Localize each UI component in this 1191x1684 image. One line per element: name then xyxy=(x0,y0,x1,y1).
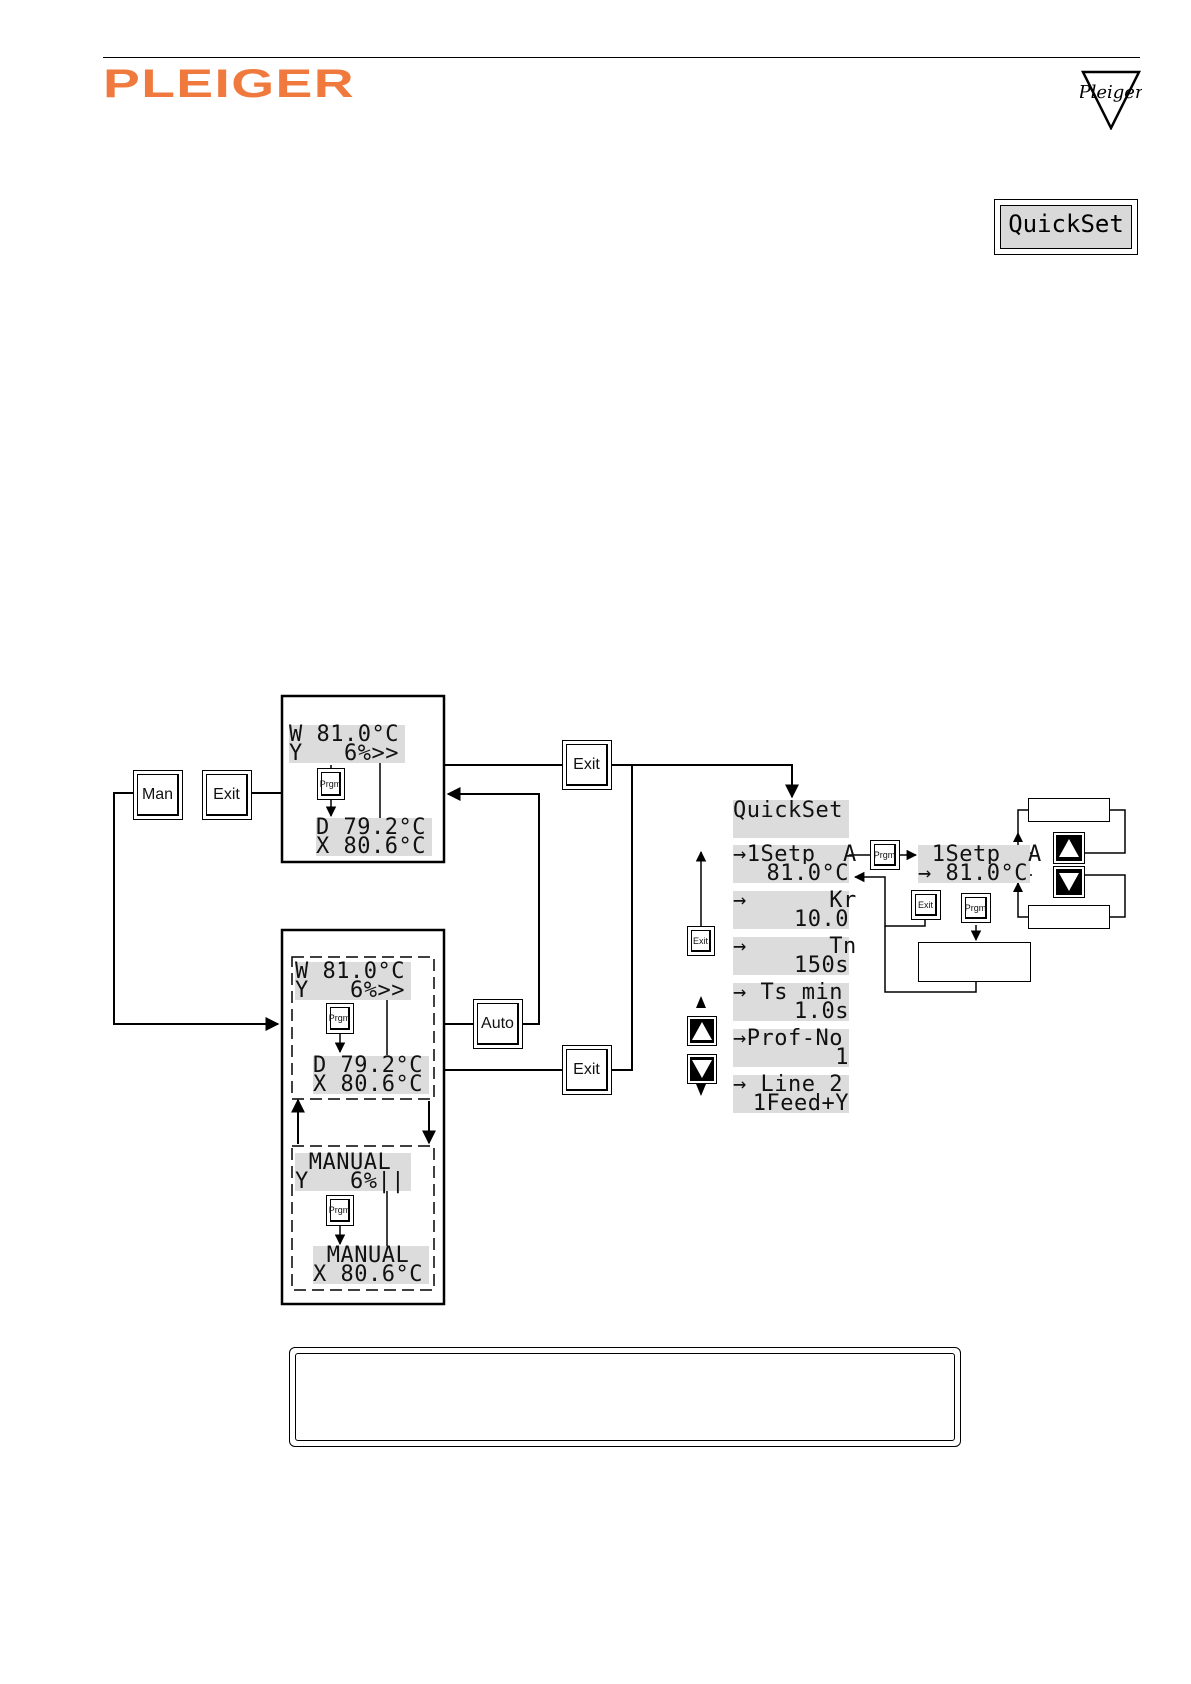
pleiger-logo-icon: Pleiger xyxy=(1080,70,1142,130)
auto-lower-line2: Y 6%>> xyxy=(295,980,411,1002)
auto-button[interactable]: Auto xyxy=(473,999,523,1049)
menu-item-setpoint-value: 81.0°C xyxy=(733,863,849,885)
triangle-up-icon xyxy=(690,1019,714,1043)
up-arrow-button[interactable] xyxy=(687,1016,717,1046)
header-rule xyxy=(103,57,1140,58)
auto-display-line4: X 80.6°C xyxy=(316,836,432,858)
setpoint-edit-line2: → 81.0°C xyxy=(918,863,1030,885)
man-button[interactable]: Man xyxy=(133,770,183,820)
auto-display-line2: Y 6%>> xyxy=(289,743,405,765)
auto-button-label: Auto xyxy=(477,1003,519,1045)
menu-item-tn-label: → Tn xyxy=(733,934,857,959)
manual-line4: X 80.6°C xyxy=(313,1264,429,1286)
man-button-label: Man xyxy=(137,774,179,816)
menu-item-line2-value: 1Feed+Y xyxy=(733,1093,849,1115)
down-arrow-button[interactable] xyxy=(687,1054,717,1084)
prgm-button-label: Prgm xyxy=(329,1199,350,1222)
prgm-button-auto-lower[interactable]: Prgm xyxy=(326,1003,354,1034)
menu-item-line2-label: → Line 2 xyxy=(733,1074,849,1096)
exit-button-label: Exit xyxy=(566,1049,608,1091)
prgm-button-label: Prgm xyxy=(874,844,896,866)
auto-lower-line1: W 81.0°C xyxy=(295,961,411,983)
exit-button-label: Exit xyxy=(566,744,608,786)
prgm-button-manual[interactable]: Prgm xyxy=(326,1195,354,1226)
up-arrow-button-setpoint[interactable] xyxy=(1053,832,1085,864)
menu-item-profno-label: →Prof-No xyxy=(733,1028,849,1050)
exit-button-setpoint[interactable]: Exit xyxy=(911,890,941,920)
exit-button-label: Exit xyxy=(915,894,937,916)
note-box-inner xyxy=(295,1353,955,1441)
menu-item-tsmin-label: → Ts min xyxy=(733,982,849,1004)
auto-display-line3: D 79.2°C xyxy=(316,817,432,839)
auto-lower-line3: D 79.2°C xyxy=(313,1055,429,1077)
triangle-down-icon xyxy=(690,1057,714,1081)
exit-button-bottom[interactable]: Exit xyxy=(562,1045,612,1095)
triangle-up-icon xyxy=(1056,835,1082,861)
menu-item-setpoint-label: →1Setp A xyxy=(733,842,857,867)
menu-item-profno-value: 1 xyxy=(733,1047,849,1069)
menu-item-tn-value: 150s xyxy=(733,955,849,977)
menu-item-tsmin-value: 1.0s xyxy=(733,1001,849,1023)
exit-button-label: Exit xyxy=(691,930,711,952)
quickset-badge: QuickSet xyxy=(994,199,1138,255)
menu-item-kr-label: → Kr xyxy=(733,888,857,913)
decrement-annotation-box xyxy=(1028,905,1110,929)
note-box xyxy=(289,1347,961,1447)
prgm-button-label: Prgm xyxy=(320,772,341,796)
auto-display-line1: W 81.0°C xyxy=(289,724,405,746)
svg-text:Pleiger: Pleiger xyxy=(1080,82,1142,103)
prgm-button-label: Prgm xyxy=(329,1007,350,1030)
manual-line1: MANUAL xyxy=(295,1152,411,1174)
exit-button-left[interactable]: Exit xyxy=(202,770,252,820)
exit-button-top[interactable]: Exit xyxy=(562,740,612,790)
setpoint-edit-line1: 1Setp A xyxy=(918,842,1042,867)
store-annotation-box xyxy=(918,942,1031,982)
exit-button-label: Exit xyxy=(206,774,248,816)
menu-item-kr-value: 10.0 xyxy=(733,909,849,931)
increment-annotation-box xyxy=(1028,798,1110,822)
auto-lower-line4: X 80.6°C xyxy=(313,1074,429,1096)
quickset-menu-title: QuickSet xyxy=(733,800,849,838)
quickset-badge-label: QuickSet xyxy=(1000,205,1132,249)
prgm-button-label: Prgm xyxy=(965,897,987,919)
prgm-button-auto-top[interactable]: Prgm xyxy=(317,768,345,800)
down-arrow-button-setpoint[interactable] xyxy=(1053,866,1085,898)
prgm-button-setpoint[interactable]: Prgm xyxy=(961,893,991,923)
triangle-down-icon xyxy=(1056,869,1082,895)
prgm-button-menu[interactable]: Prgm xyxy=(870,840,900,870)
manual-line2: Y 6%|| xyxy=(295,1171,411,1193)
exit-button-menu[interactable]: Exit xyxy=(687,926,715,956)
brand-logo-text: PLEIGER xyxy=(103,62,355,106)
manual-line3: MANUAL xyxy=(313,1245,429,1267)
